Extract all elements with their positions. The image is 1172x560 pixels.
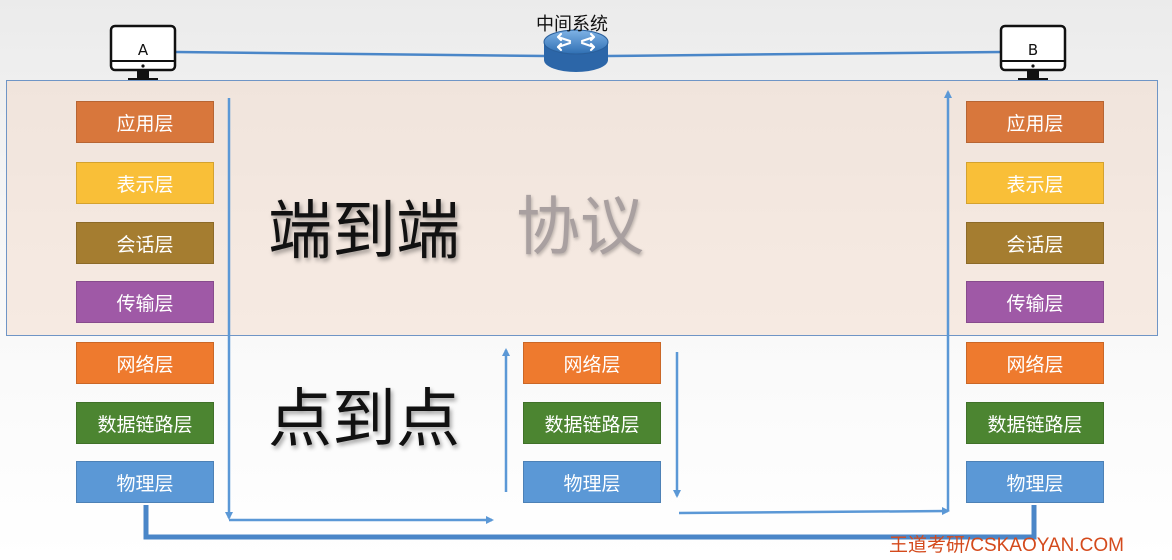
mid-network-layer: 网络层 (523, 342, 661, 384)
link-a-to-router (175, 50, 546, 58)
a-transport-layer: 传输层 (76, 281, 214, 323)
host-a-label: A (137, 41, 149, 59)
b-network-layer: 网络层 (966, 342, 1104, 384)
a-presentation-layer: 表示层 (76, 162, 214, 204)
mid-data-link-layer: 数据链路层 (523, 402, 661, 444)
mid-physical-layer: 物理层 (523, 461, 661, 503)
physical-medium-line (143, 505, 1037, 540)
flow-mid-to-b-arrow (678, 507, 950, 516)
a-network-layer: 网络层 (76, 342, 214, 384)
b-data-link-layer: 数据链路层 (966, 402, 1104, 444)
protocol-label: 协议 (516, 191, 644, 265)
a-data-link-layer: 数据链路层 (76, 402, 214, 444)
host-b-label: B (1027, 41, 1039, 59)
link-router-to-b (607, 50, 1003, 58)
watermark-text: 王道考研/CSKAOYAN.COM (888, 535, 1124, 556)
point-to-point-label: 点到点 (268, 383, 460, 457)
a-physical-layer: 物理层 (76, 461, 214, 503)
b-transport-layer: 传输层 (966, 281, 1104, 323)
a-session-layer: 会话层 (76, 222, 214, 264)
b-session-layer: 会话层 (966, 222, 1104, 264)
b-application-layer: 应用层 (966, 101, 1104, 143)
b-presentation-layer: 表示层 (966, 162, 1104, 204)
computer-a-icon (109, 24, 177, 81)
end-to-end-label: 端到端 (268, 195, 460, 269)
a-application-layer: 应用层 (76, 101, 214, 143)
router-icon (543, 29, 609, 72)
computer-b-icon (999, 24, 1067, 81)
intermediate-system-label: 中间系统 (536, 14, 608, 35)
b-physical-layer: 物理层 (966, 461, 1104, 503)
